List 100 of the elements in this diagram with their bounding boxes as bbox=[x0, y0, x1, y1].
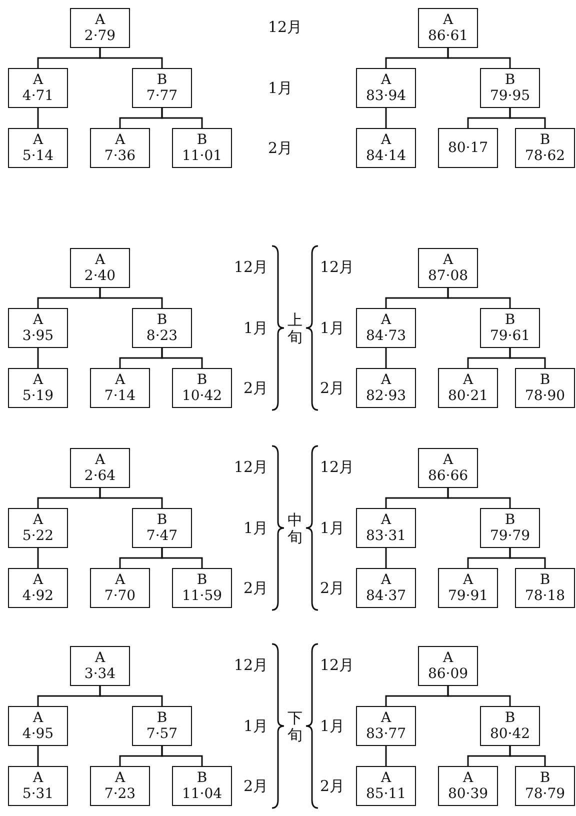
connector-line bbox=[509, 348, 546, 368]
connector-line bbox=[161, 548, 203, 568]
group-letter: B bbox=[156, 512, 168, 528]
value-number: 85·11 bbox=[366, 786, 406, 802]
month-label: 12月 bbox=[320, 458, 354, 477]
value-box bbox=[90, 766, 150, 806]
connector-line bbox=[447, 686, 511, 706]
month-label: 1月 bbox=[243, 319, 268, 338]
group-letter: A bbox=[32, 710, 44, 726]
value-box bbox=[70, 448, 130, 488]
value-number: 87·08 bbox=[428, 268, 468, 284]
group-letter: A bbox=[94, 650, 106, 666]
group-letter: A bbox=[32, 572, 44, 588]
group-letter: B bbox=[156, 312, 168, 328]
value-number: 80·42 bbox=[490, 726, 530, 742]
connector-line bbox=[161, 348, 203, 368]
group-letter: B bbox=[196, 770, 208, 786]
value-box bbox=[356, 308, 416, 348]
month-label: 12月 bbox=[320, 258, 354, 277]
period-label: 上旬 bbox=[287, 312, 303, 346]
connector-line bbox=[99, 48, 163, 68]
month-label: 12月 bbox=[268, 18, 302, 37]
group-letter: A bbox=[32, 770, 44, 786]
group-letter: B bbox=[504, 512, 516, 528]
value-number: 80·17 bbox=[448, 140, 488, 156]
value-box bbox=[515, 128, 575, 168]
value-number: 11·01 bbox=[182, 148, 222, 164]
value-box bbox=[90, 568, 150, 608]
connector-line bbox=[447, 48, 511, 68]
group-letter: A bbox=[114, 770, 126, 786]
value-box bbox=[8, 508, 68, 548]
value-box bbox=[418, 8, 478, 48]
value-number: 78·90 bbox=[524, 388, 566, 404]
month-label: 2月 bbox=[320, 379, 345, 398]
group-letter: A bbox=[442, 650, 454, 666]
value-box bbox=[132, 68, 192, 108]
group-letter: A bbox=[442, 252, 454, 268]
value-box bbox=[515, 368, 575, 408]
value-number: 7·23 bbox=[104, 786, 136, 802]
value-box bbox=[70, 8, 130, 48]
group-letter: B bbox=[540, 572, 550, 588]
group-letter: B bbox=[540, 132, 550, 148]
group-letter: A bbox=[32, 312, 44, 328]
group-letter: B bbox=[196, 132, 208, 148]
value-number: 86·61 bbox=[428, 28, 468, 44]
group-letter: B bbox=[196, 372, 208, 388]
value-number: 84·73 bbox=[366, 328, 406, 344]
group-letter: A bbox=[380, 132, 392, 148]
group-letter: A bbox=[114, 572, 126, 588]
value-number: 7·57 bbox=[146, 726, 178, 742]
group-letter: B bbox=[540, 372, 550, 388]
value-box bbox=[356, 68, 416, 108]
month-label: 2月 bbox=[320, 777, 345, 796]
group-letter: A bbox=[380, 710, 392, 726]
value-number: 7·70 bbox=[104, 588, 136, 604]
value-number: 2·79 bbox=[84, 28, 116, 44]
group-letter: A bbox=[442, 12, 454, 28]
month-label: 1月 bbox=[243, 519, 268, 538]
value-number: 79·91 bbox=[448, 588, 488, 604]
value-box bbox=[438, 368, 498, 408]
value-box bbox=[480, 508, 540, 548]
value-box bbox=[132, 706, 192, 746]
connector-line bbox=[385, 548, 387, 568]
value-box bbox=[90, 368, 150, 408]
value-number: 2·64 bbox=[84, 468, 116, 484]
group-letter: A bbox=[380, 72, 392, 88]
value-number: 78·62 bbox=[524, 148, 566, 164]
group-letter: A bbox=[442, 452, 454, 468]
group-letter: B bbox=[504, 72, 516, 88]
value-number: 4·95 bbox=[22, 726, 54, 742]
group-letter: A bbox=[94, 12, 106, 28]
value-number: 8·23 bbox=[146, 328, 178, 344]
group-letter: B bbox=[156, 710, 168, 726]
connector-line bbox=[385, 746, 387, 766]
value-number: 7·14 bbox=[104, 388, 136, 404]
value-box bbox=[8, 568, 68, 608]
value-number: 3·34 bbox=[84, 666, 116, 682]
value-number: 79·95 bbox=[490, 88, 530, 104]
month-label: 2月 bbox=[243, 579, 268, 598]
value-box bbox=[8, 706, 68, 746]
value-number: 82·93 bbox=[366, 388, 406, 404]
value-box bbox=[356, 706, 416, 746]
month-label: 12月 bbox=[234, 656, 268, 675]
group-letter: A bbox=[462, 572, 474, 588]
group-letter: A bbox=[114, 372, 126, 388]
value-box bbox=[480, 68, 540, 108]
month-label: 2月 bbox=[320, 579, 345, 598]
connector-line bbox=[509, 108, 546, 128]
value-box bbox=[132, 308, 192, 348]
month-label: 12月 bbox=[234, 258, 268, 277]
connector-line bbox=[385, 108, 387, 128]
value-box bbox=[90, 128, 150, 168]
value-number: 3·95 bbox=[22, 328, 54, 344]
connector-line bbox=[447, 288, 511, 308]
value-box bbox=[8, 308, 68, 348]
group-letter: B bbox=[156, 72, 168, 88]
month-label: 2月 bbox=[268, 139, 293, 158]
value-number: 84·14 bbox=[366, 148, 406, 164]
month-label: 2月 bbox=[243, 777, 268, 796]
value-box bbox=[70, 248, 130, 288]
